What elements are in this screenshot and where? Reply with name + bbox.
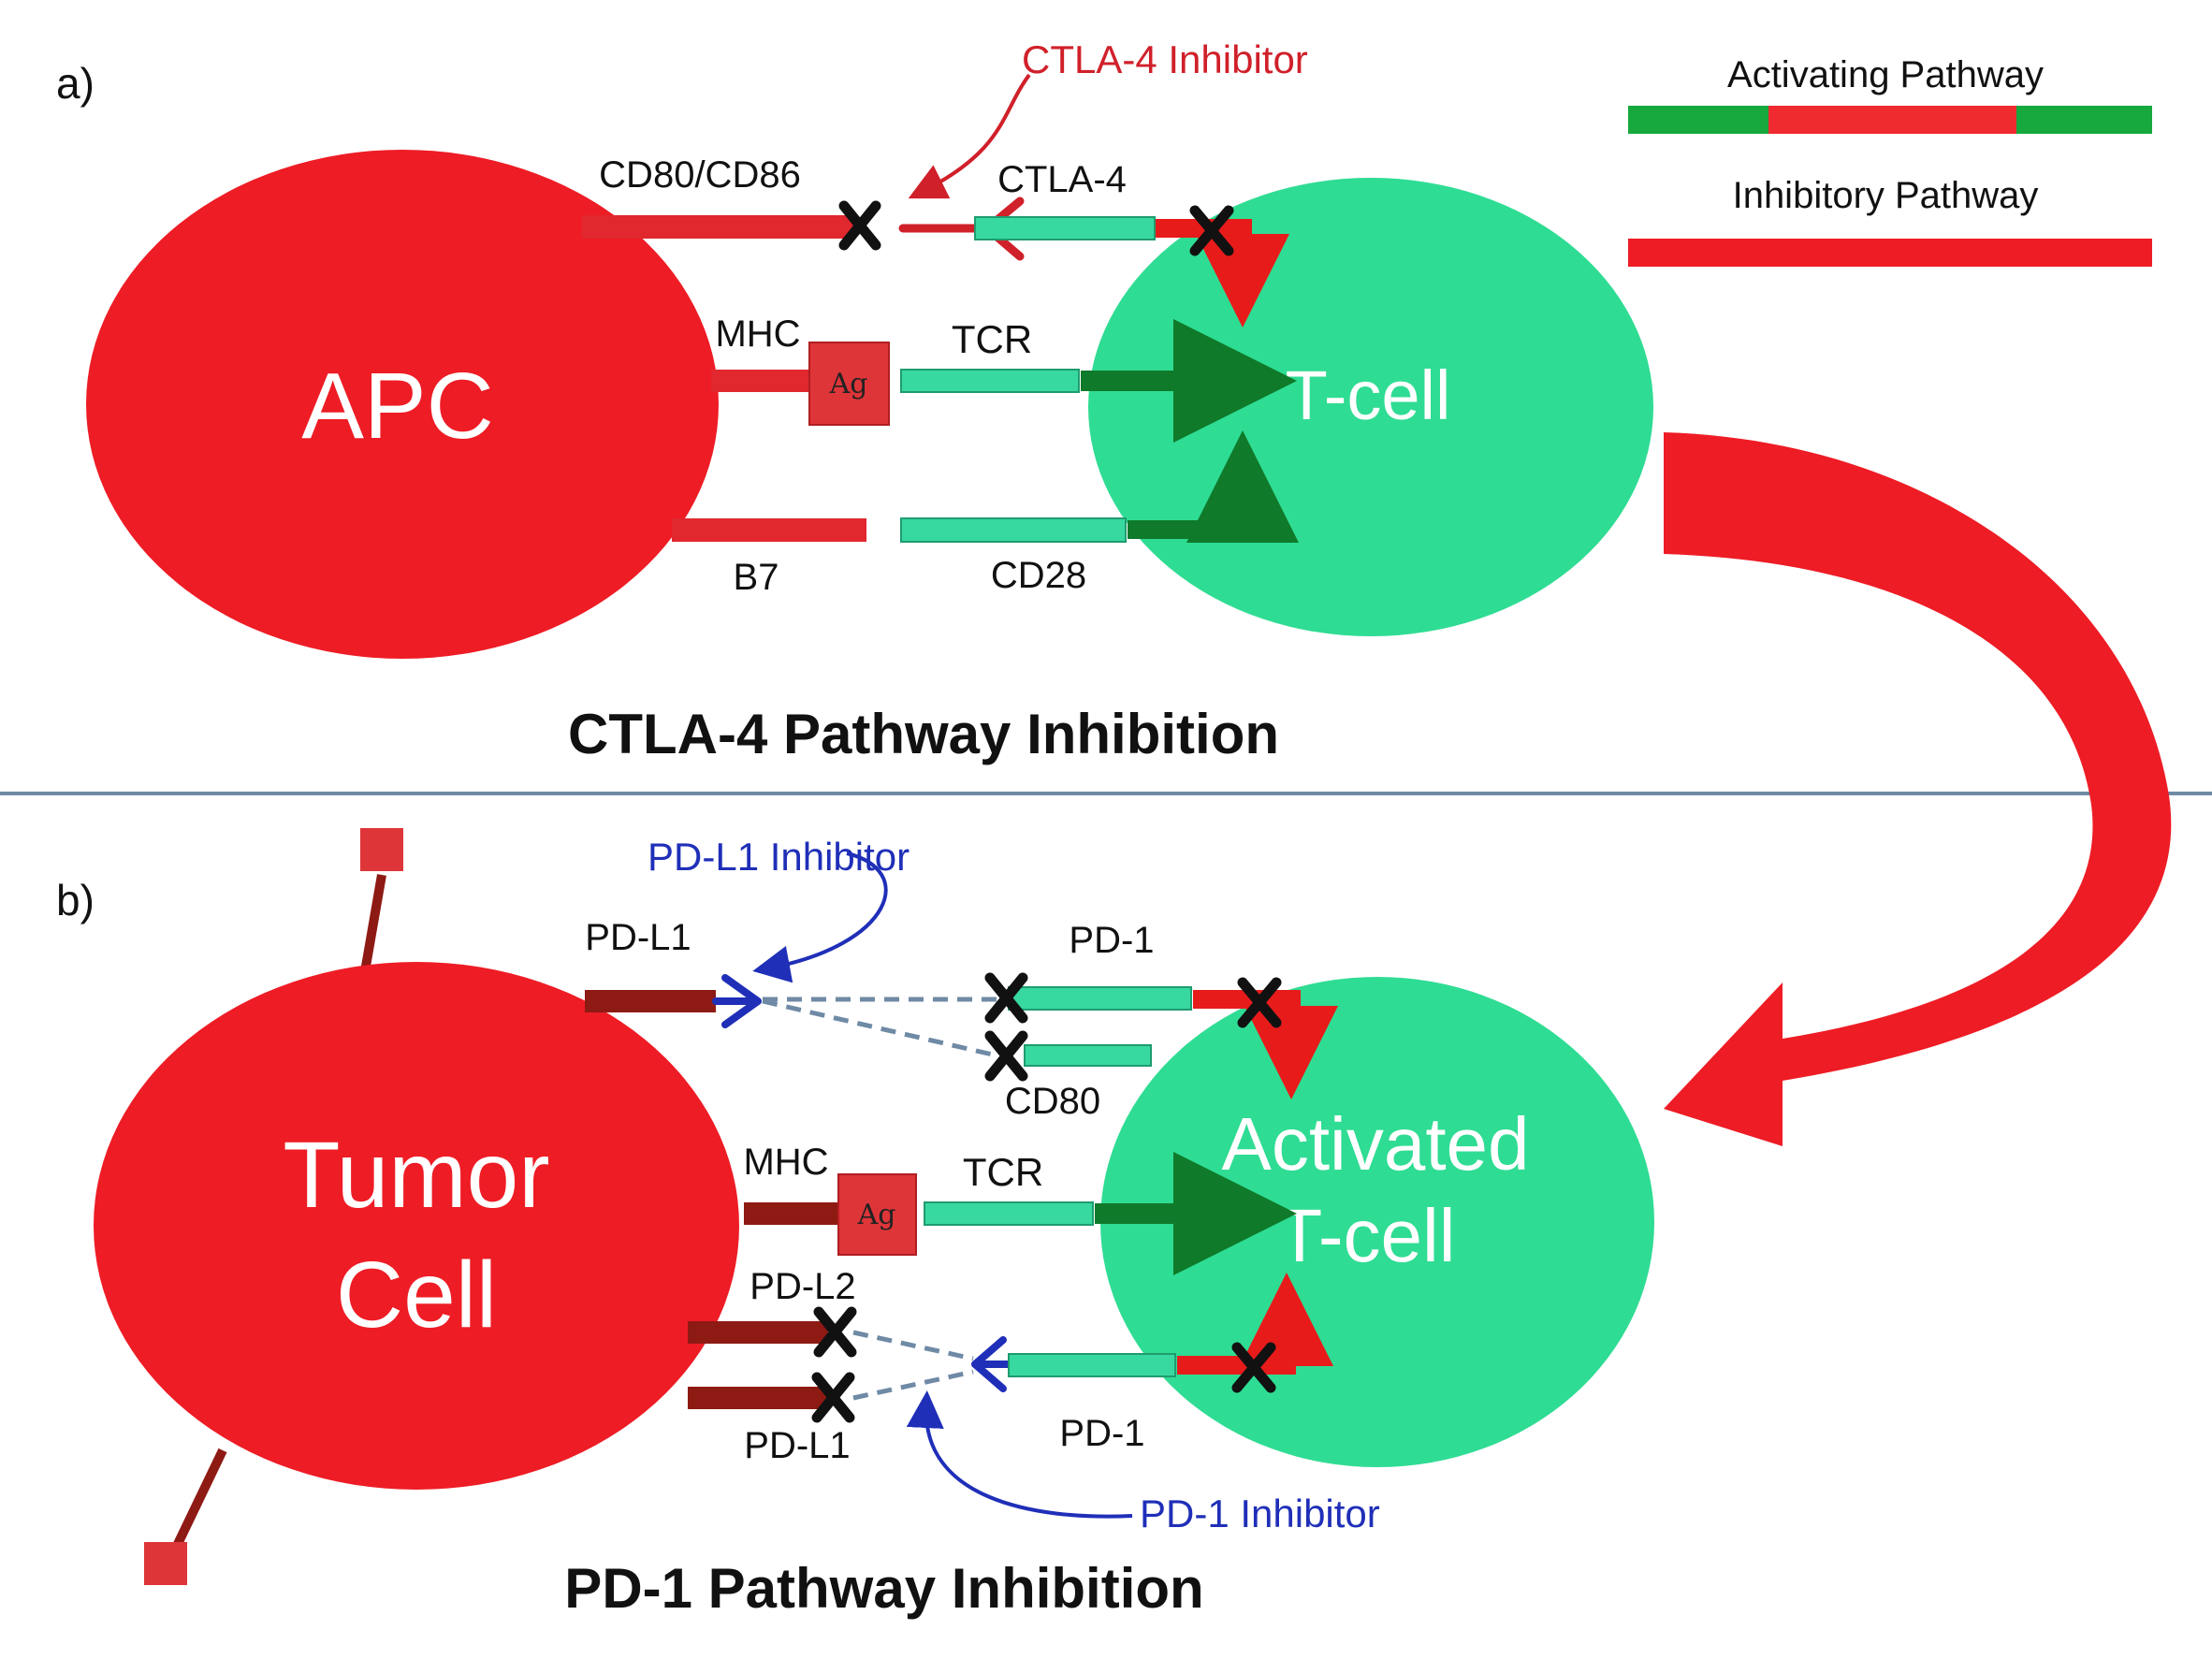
panel-a-label: a) [56,59,95,108]
apc-label: APC [301,354,494,458]
pd1-inhibitor-arrow [906,1390,1133,1519]
pdl1-antibody-icon [712,974,762,1028]
cd80-cd86-label: CD80/CD86 [599,154,801,196]
legend: Activating Pathway Inhibitory Pathway [1628,54,2152,267]
cd80-receptor [1024,1044,1152,1067]
tumor-surface-stalk-bottom [173,1448,227,1547]
legend-activating-bar-green-right [2016,106,2152,134]
dashed-link-pdl1-bottom [852,1369,974,1401]
pdl1-bottom-label: PD-L1 [744,1425,850,1466]
pd1-antibody-icon [971,1336,1016,1392]
tumor-label-line1: Tumor [283,1123,549,1228]
tcell-b-label-line1: Activated [1221,1102,1529,1186]
cd28-label: CD28 [991,555,1086,596]
block-x-icon [1231,1342,1276,1393]
block-x-icon [813,1306,857,1358]
dashed-link-pdl2 [852,1330,974,1361]
ctla4-inhibitor-arrow [908,73,1031,199]
tcell-b-label-line2: T-cell [1276,1194,1455,1277]
legend-inhibitory-bar [1628,239,2152,267]
ctla4-receptor [974,216,1156,240]
pd1-bottom-label: PD-1 [1059,1413,1144,1454]
legend-activating-bar-red [1768,106,2016,134]
pdl1-ligand-top [585,990,716,1012]
tumor-label-line2: Cell [336,1243,497,1347]
panel-a-title: CTLA-4 Pathway Inhibition [568,703,1279,765]
block-x-icon [1189,205,1234,256]
cd28-receptor [900,517,1127,543]
panel-b-title: PD-1 Pathway Inhibition [564,1557,1203,1620]
pdl2-label: PD-L2 [749,1266,855,1307]
block-x-icon [838,200,881,251]
pdl1-inhibitor-label: PD-L1 Inhibitor [648,835,910,879]
pd1-inhibitor-label: PD-1 Inhibitor [1140,1492,1380,1535]
b7-ligand [672,518,866,542]
panel-b-label: b) [56,876,95,924]
antigen-a-label: Ag [829,368,868,400]
tumor-surface-antigen-bottom [144,1542,187,1585]
block-x-icon [811,1372,855,1423]
antigen-box-b [837,1173,917,1256]
panel-b: b) Tumor Cell Activated T-cell PD-L1 PD-… [56,828,1654,1620]
pd1-receptor-bottom [1008,1353,1176,1377]
pdl1-ligand-bottom [688,1387,828,1409]
apc-cell [86,150,719,659]
panel-a: a) APC T-cell CD80/CD86 CTLA-4 Inhibitor… [56,37,1653,765]
mhc-a-label: MHC [715,313,800,355]
pd1-receptor-top [1008,986,1192,1011]
ctla4-label: CTLA-4 [997,159,1127,200]
legend-activating-label: Activating Pathway [1727,54,2044,95]
mhc-stalk-b [744,1202,842,1225]
mhc-b-label: MHC [743,1142,828,1183]
ctla4-inhibitory-arrow [1156,219,1289,327]
tcell-a-label: T-cell [1286,357,1451,434]
ctla4-inhibitor-label: CTLA-4 Inhibitor [1022,37,1308,81]
pdl2-ligand [688,1321,828,1344]
legend-inhibitory-label: Inhibitory Pathway [1733,175,2039,216]
cd28-activating-arrow [1128,430,1299,543]
cd80-cd86-ligand [582,215,853,239]
block-x-icon [984,1030,1028,1082]
tumor-surface-antigen-top [360,828,403,871]
block-x-icon [1237,977,1282,1028]
tcr-receptor-b [924,1201,1094,1226]
tumor-cell [94,962,739,1490]
mhc-stalk-a [711,370,809,392]
pdl1-top-label: PD-L1 [585,917,691,958]
block-x-icon [984,972,1028,1024]
b7-label: B7 [734,557,779,598]
legend-activating-bar-green-left [1628,106,1768,134]
curved-transition-arrow [1664,432,2172,1146]
cd80-label: CD80 [1005,1081,1100,1122]
pd1-inhibitory-arrow-top [1193,990,1338,1099]
dashed-link-cd80 [762,998,997,1058]
antigen-b-label: Ag [857,1199,896,1231]
pdl1-inhibitor-arrow [752,851,888,983]
tcr-a-label: TCR [952,317,1032,361]
pd1-top-label: PD-1 [1069,920,1154,961]
antigen-box-a [808,342,890,426]
tcr-receptor-a [900,369,1080,393]
pd1-inhibitory-arrow-bottom [1177,1273,1333,1375]
tcr-b-label: TCR [963,1150,1043,1194]
tumor-surface-stalk-top [358,874,386,983]
